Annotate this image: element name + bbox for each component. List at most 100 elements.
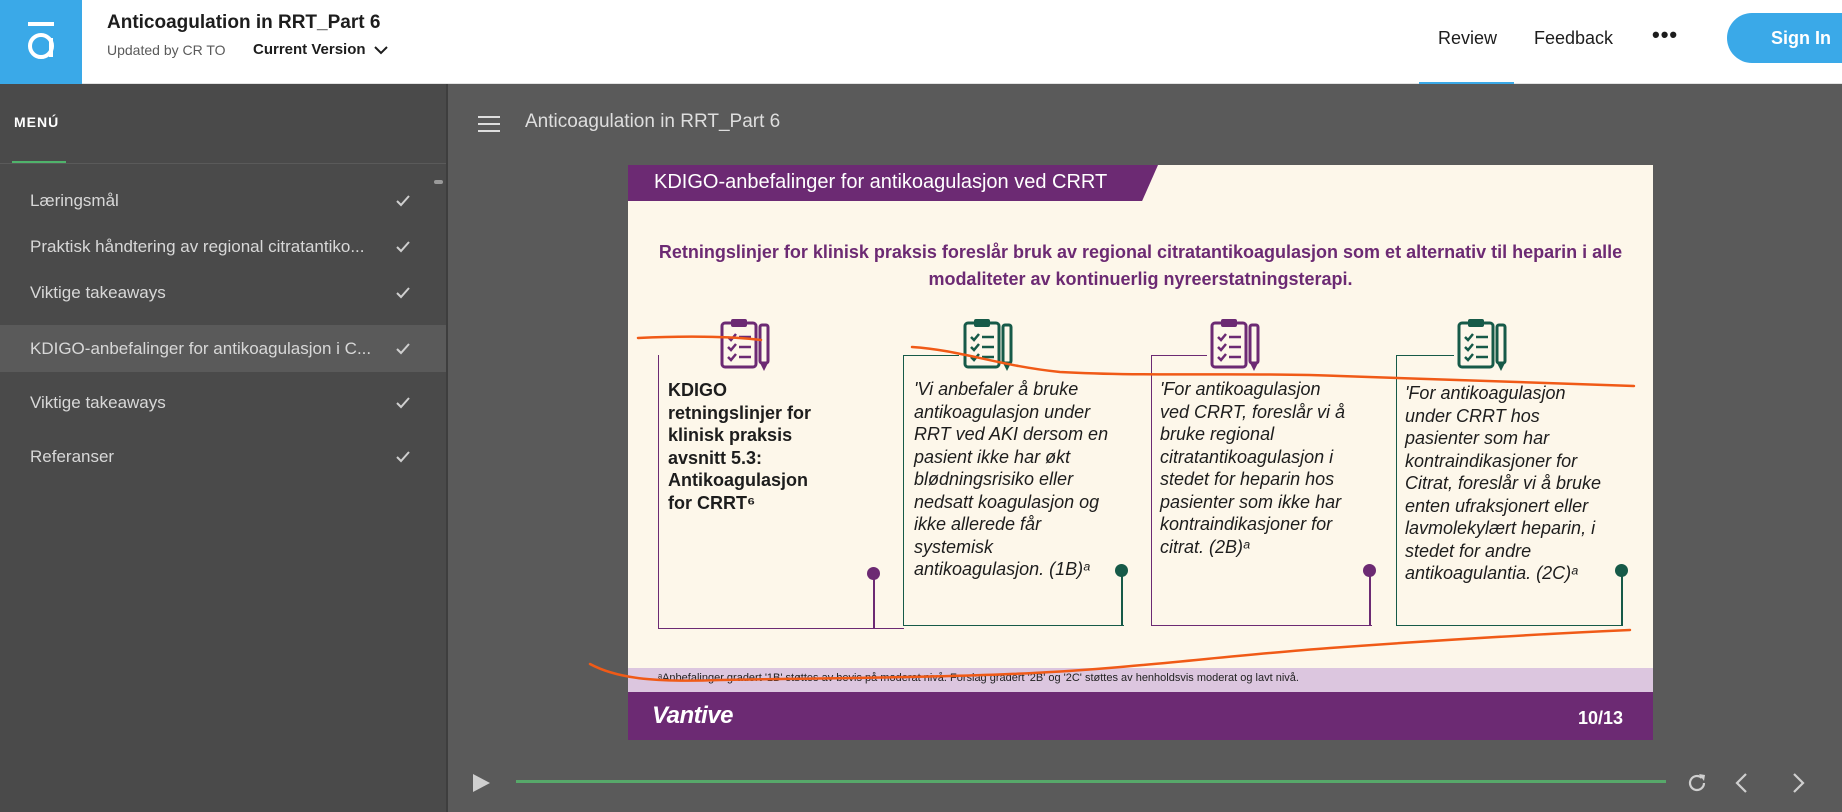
card-frame-bottom	[1396, 625, 1621, 626]
chevron-right-icon[interactable]	[1788, 771, 1808, 795]
progress-bar[interactable]	[516, 780, 1666, 783]
chevron-down-icon	[373, 45, 388, 54]
slide-footnote: ᵃAnbefalinger gradert '1B' støttes av be…	[658, 672, 1299, 684]
top-bar: Anticoagulation in RRT_Part 6 Updated by…	[0, 0, 1842, 84]
sidebar-item-label: Viktige takeaways	[30, 393, 166, 412]
card-line: kontraindikasjoner for	[1160, 514, 1333, 534]
sidebar-item-label: KDIGO-anbefalinger for antikoagulasjon i…	[30, 338, 372, 358]
sidebar-item-praktisk-handtering[interactable]: Praktisk håndtering av regional citratan…	[0, 224, 446, 270]
app-logo[interactable]	[0, 0, 82, 84]
card-line: lavmolekylært heparin, i	[1405, 518, 1596, 538]
sidebar-item-label: Viktige takeaways	[30, 283, 166, 302]
card-line: pasient ikke har økt	[914, 446, 1071, 467]
version-label: Current Version	[253, 41, 366, 58]
clipboard-checklist-icon	[1457, 319, 1507, 371]
card-line: nedsatt koagulasjon og	[914, 491, 1100, 512]
sidebar-item-referanser[interactable]: Referanser	[0, 434, 446, 480]
card-line: 'Vi anbefaler å bruke	[914, 379, 1079, 399]
card-frame-bottom	[1151, 625, 1372, 626]
card-line: under CRRT hos	[1405, 405, 1540, 426]
card-line: pasienter som ikke har	[1160, 491, 1342, 512]
card-line: for CRRT⁶	[668, 492, 756, 513]
check-icon	[396, 342, 410, 354]
card-line: bruke regional	[1160, 424, 1275, 444]
card-line: antikoagulantia. (2C)ᵃ	[1405, 563, 1578, 583]
card-line: Citrat, foreslår vi å bruke	[1405, 473, 1602, 493]
document-title: Anticoagulation in RRT_Part 6	[107, 12, 381, 33]
card-frame-top	[1396, 355, 1454, 356]
card-text-kdigo: KDIGO retningslinjer for klinisk praksis…	[668, 379, 811, 514]
chevron-left-icon[interactable]	[1732, 771, 1752, 795]
sidebar-item-viktige-takeaways-2[interactable]: Viktige takeaways	[0, 380, 446, 426]
card-line: ved CRRT, foreslår vi å	[1160, 401, 1346, 422]
feedback-link[interactable]: Feedback	[1534, 28, 1614, 48]
card-line: stedet for heparin hos	[1160, 469, 1335, 489]
card-line: kontraindikasjoner for	[1405, 450, 1578, 471]
clipboard-checklist-icon	[963, 319, 1013, 371]
card-line: pasienter som har	[1405, 428, 1550, 448]
check-icon	[396, 241, 410, 253]
replay-icon[interactable]	[1685, 771, 1709, 795]
slide-header-banner	[628, 165, 1158, 201]
sign-in-button[interactable]: Sign In	[1727, 13, 1842, 63]
updated-by-label: Updated by CR TO	[107, 42, 226, 58]
hamburger-menu-icon[interactable]	[478, 115, 500, 133]
card-stem	[1621, 570, 1623, 626]
play-icon[interactable]	[470, 772, 492, 794]
brand-logo: Vantive	[652, 702, 733, 729]
card-stem	[1369, 570, 1371, 626]
card-line: blødningsrisiko eller	[914, 469, 1074, 489]
review-link[interactable]: Review	[1438, 28, 1498, 48]
menu-divider	[0, 163, 446, 164]
card-frame-top	[903, 355, 959, 356]
clipboard-checklist-icon	[1210, 319, 1260, 371]
card-line: 'For antikoagulasjon	[1160, 379, 1321, 399]
menu-title: MENÚ	[14, 114, 60, 130]
card-line: antikoagulasjon under	[914, 401, 1091, 422]
sidebar-item-label: Referanser	[30, 447, 115, 466]
card-stem	[1121, 570, 1123, 626]
card-line: enten ufraksjonert eller	[1405, 495, 1589, 516]
check-icon	[396, 287, 410, 299]
card-frame-top	[1151, 355, 1207, 356]
slide-page-number: 10/13	[1578, 708, 1624, 728]
card-line: citratantikoagulasjon i	[1160, 446, 1334, 467]
card-line: RRT ved AKI dersom en	[914, 424, 1109, 444]
sidebar-item-viktige-takeaways-1[interactable]: Viktige takeaways	[0, 270, 446, 316]
slide: KDIGO-anbefalinger for antikoagulasjon v…	[628, 165, 1653, 740]
card-line: retningslinjer for	[668, 402, 812, 423]
card-line: citrat. (2B)ᵃ	[1160, 536, 1250, 557]
check-icon	[396, 397, 410, 409]
card-line: klinisk praksis	[668, 425, 793, 445]
slide-footer	[628, 692, 1653, 740]
card-dot	[1115, 564, 1128, 577]
review-tab-indicator	[1419, 82, 1514, 84]
check-icon	[396, 195, 410, 207]
sidebar-item-kdigo[interactable]: KDIGO-anbefalinger for antikoagulasjon i…	[0, 325, 446, 372]
card-line: Antikoagulasjon	[668, 470, 809, 490]
check-icon	[396, 451, 410, 463]
card-text-recommendation-2c: 'For antikoagulasjon under CRRT hos pasi…	[1405, 382, 1601, 585]
card-line: antikoagulasjon. (1B)ᵃ	[914, 559, 1090, 579]
menu-tab-indicator	[12, 161, 66, 163]
card-dot	[1615, 564, 1628, 577]
card-line: stedet for andre	[1405, 540, 1532, 561]
card-line: 'For antikoagulasjon	[1405, 383, 1566, 403]
card-dot	[867, 567, 880, 580]
lesson-title: Anticoagulation in RRT_Part 6	[525, 111, 781, 132]
card-text-recommendation-1b: 'Vi anbefaler å bruke antikoagulasjon un…	[914, 378, 1108, 581]
card-line: KDIGO	[668, 380, 728, 400]
sidebar-item-label: Læringsmål	[30, 191, 119, 210]
more-options-icon[interactable]: •••	[1652, 22, 1679, 47]
clipboard-checklist-icon	[720, 319, 770, 371]
sidebar-item-laeringsmal[interactable]: Læringsmål	[0, 178, 446, 224]
card-stem	[873, 569, 875, 629]
card-text-recommendation-2b: 'For antikoagulasjon ved CRRT, foreslår …	[1160, 378, 1345, 558]
slide-title: KDIGO-anbefalinger for antikoagulasjon v…	[654, 171, 1108, 193]
version-dropdown[interactable]: Current Version	[253, 41, 388, 58]
card-line: systemisk	[914, 536, 994, 557]
card-frame-bottom	[903, 625, 1124, 626]
logo-icon	[28, 22, 54, 59]
sidebar-scrollbar[interactable]	[434, 180, 443, 184]
sidebar-menu: MENÚ Læringsmål Praktisk håndtering av r…	[0, 84, 448, 812]
